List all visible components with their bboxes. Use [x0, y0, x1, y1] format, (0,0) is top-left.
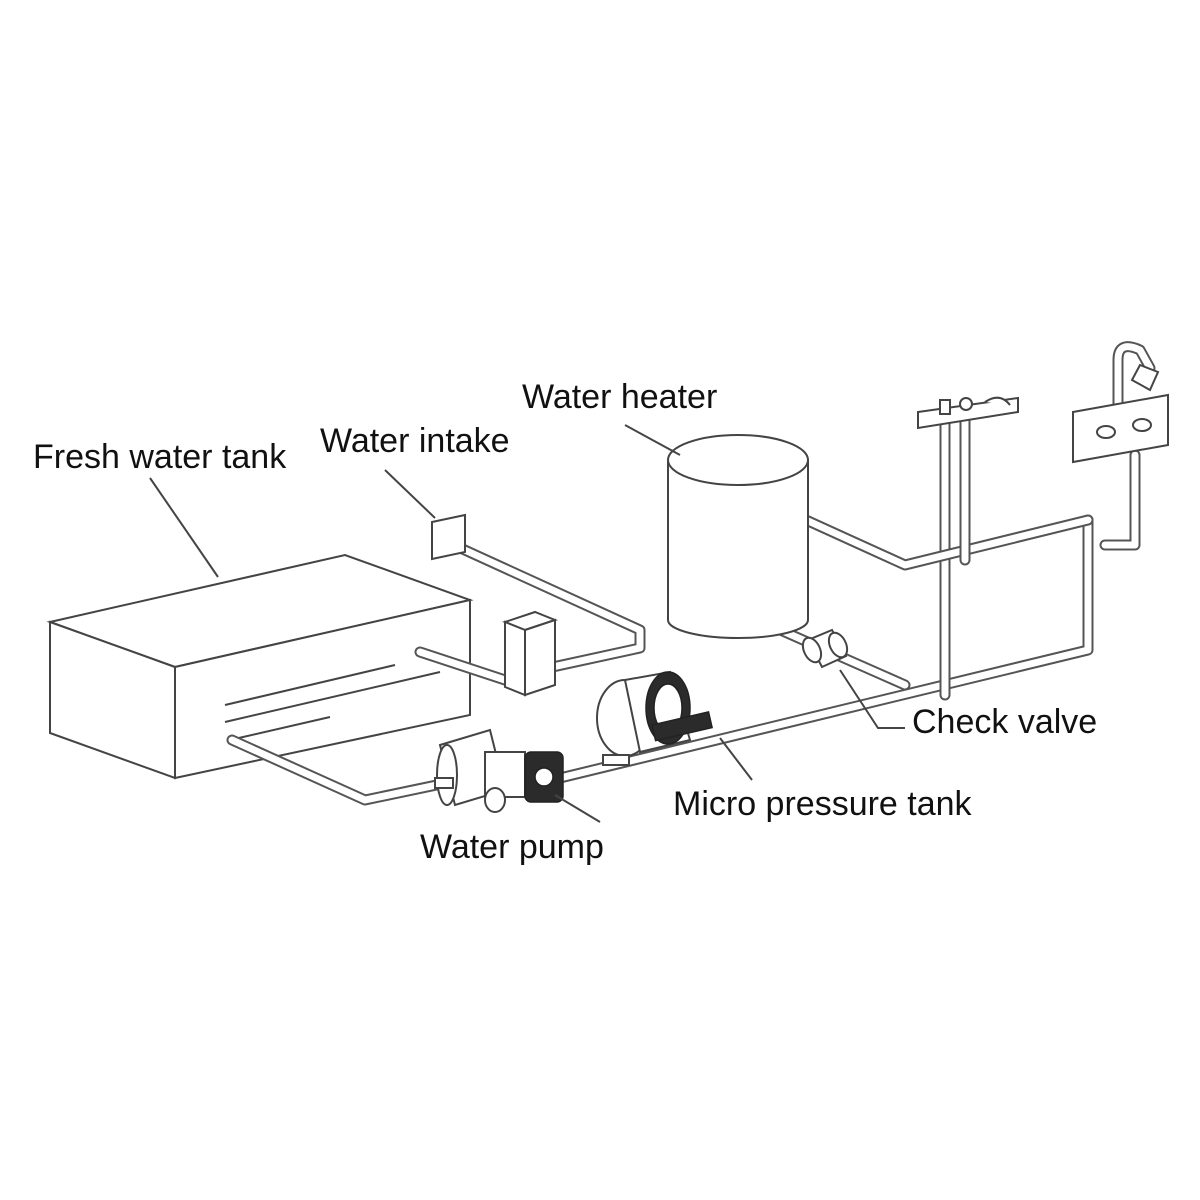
- leader-water-pump: [554, 794, 601, 823]
- label-water-intake: Water intake: [320, 422, 510, 460]
- label-water-heater: Water heater: [522, 378, 717, 416]
- label-water-pump: Water pump: [420, 828, 604, 866]
- leader-water-intake: [384, 469, 436, 519]
- water-intake: [431, 513, 466, 561]
- water-heater: [667, 434, 809, 639]
- leader-fresh-water-tank: [149, 477, 219, 578]
- fresh-water-tank: [46, 553, 474, 780]
- leader-water-heater: [624, 424, 681, 456]
- pipework: [226, 341, 1156, 806]
- label-check-valve: Check valve: [912, 703, 1097, 741]
- leader-check-valve: [839, 669, 905, 729]
- faucet: [917, 396, 1019, 430]
- check-valve: [801, 628, 849, 669]
- leader-micro-pressure-tank: [719, 737, 753, 781]
- valve-block: [502, 610, 558, 697]
- micro-pressure-tank: [596, 670, 714, 766]
- label-micro-pressure-tank: Micro pressure tank: [673, 785, 973, 823]
- shower-panel: [1072, 363, 1169, 464]
- water-pump: [434, 728, 564, 813]
- label-fresh-water-tank: Fresh water tank: [33, 438, 287, 476]
- labels: Fresh water tank Water intake Water heat…: [33, 378, 1097, 866]
- leader-lines: [149, 424, 905, 823]
